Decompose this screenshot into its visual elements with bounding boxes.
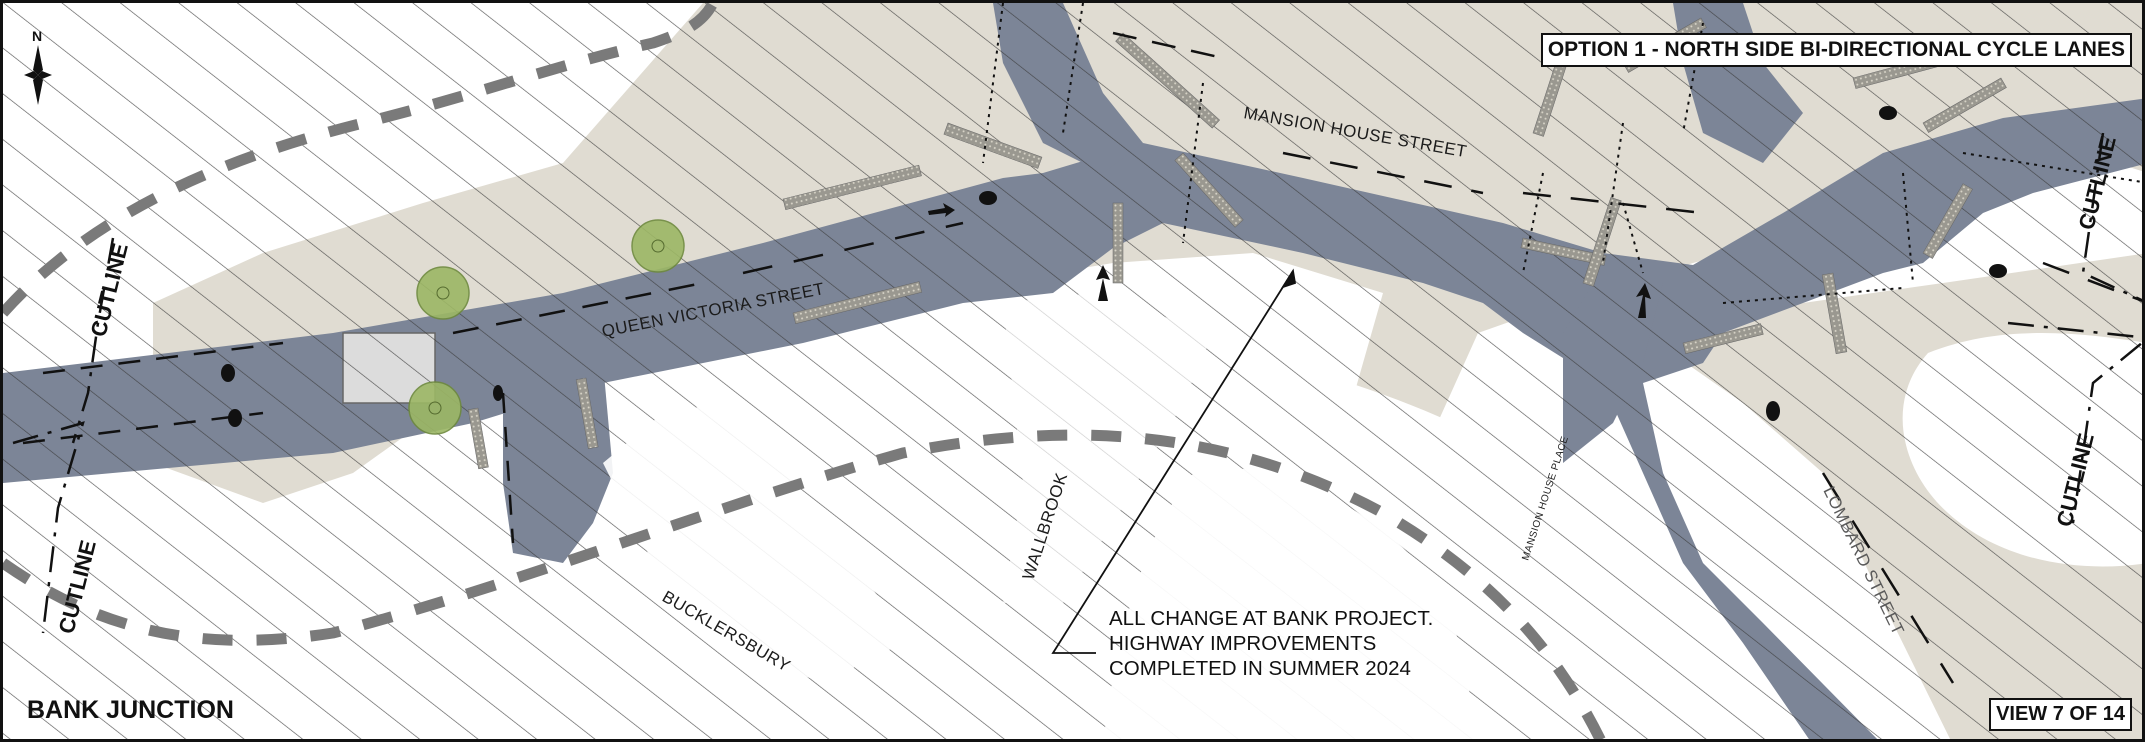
note-line-2: HIGHWAY IMPROVEMENTS xyxy=(1109,632,1377,655)
note-line-1: ALL CHANGE AT BANK PROJECT. xyxy=(1109,607,1434,630)
view-number-box: VIEW 7 OF 14 xyxy=(1989,698,2132,731)
direction-arrows xyxy=(928,203,1651,318)
project-note: ALL CHANGE AT BANK PROJECT. HIGHWAY IMPR… xyxy=(1109,606,1433,681)
option-title-box: OPTION 1 - NORTH SIDE BI-DIRECTIONAL CYC… xyxy=(1540,33,2132,67)
cycle-symbols xyxy=(221,106,2007,427)
note-line-3: COMPLETED IN SUMMER 2024 xyxy=(1109,657,1411,680)
unhatched-areas xyxy=(603,293,1473,739)
north-arrow-label: N xyxy=(32,28,42,44)
site-plan-map[interactable]: QUEEN VICTORIA STREET MANSION HOUSE STRE… xyxy=(3,3,2145,742)
note-leader xyxy=(1051,268,1297,654)
drawing-name: BANK JUNCTION xyxy=(27,696,234,724)
road-markings xyxy=(22,31,2142,684)
trees xyxy=(408,219,685,435)
north-arrow-icon: N xyxy=(24,28,52,105)
scheme-boundary-line xyxy=(3,3,1607,739)
